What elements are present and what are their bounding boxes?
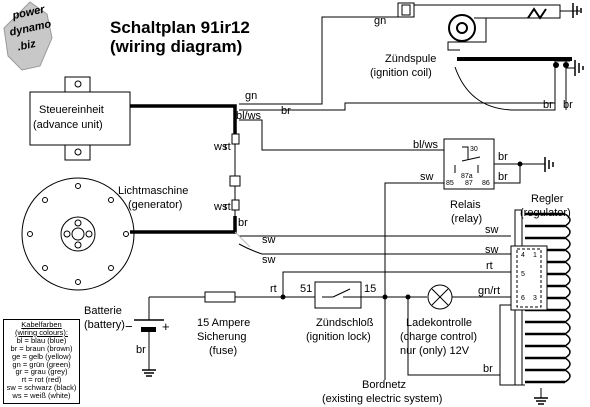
regulator-pin-4: 4 <box>521 252 525 259</box>
regulator-label-de: Regler <box>531 193 564 205</box>
legend-item: bl = blau (blue) <box>16 335 67 345</box>
ignition-coil <box>397 2 584 111</box>
charge-control-note: nur (only) 12V <box>400 345 470 357</box>
wire-label-sw-reg-2: sw <box>485 244 499 256</box>
charge-control-label-en: (charge control) <box>400 331 477 343</box>
battery-label-de: Batterie <box>84 305 122 317</box>
regulator-label-en: (regulator) <box>520 207 571 219</box>
advance-unit <box>29 76 131 161</box>
generator-label-en: (generator) <box>128 199 182 211</box>
wire-colour-legend: Kabelfarben (wiring colours): bl = blau … <box>3 319 80 404</box>
electrics-label-en: (existing electric system) <box>322 393 442 405</box>
wire-label-br-harness-lower: br <box>238 217 248 229</box>
wire-label-sw-gen-2: sw <box>262 254 276 266</box>
relay-label-en: (relay) <box>451 213 482 225</box>
legend-item: ge = gelb (yellow) <box>12 351 71 361</box>
fuse-label-2: Sicherung <box>197 331 247 343</box>
relay <box>443 138 495 190</box>
legend-item: rt = rot (red) <box>21 375 62 385</box>
advance-unit-label-de: Steuereinheit <box>39 104 104 116</box>
wire-label-br-coil-2: br <box>563 99 573 111</box>
fuse <box>204 291 236 303</box>
legend-item: br = braun (brown) <box>10 343 73 353</box>
legend-title: Kabelfarben <box>21 320 62 329</box>
wire-label-ws-lower: ws <box>213 201 228 213</box>
wire-label-br-harness: br <box>281 105 291 117</box>
electrics-label-de: Bordnetz <box>362 379 406 391</box>
relay-pin-87a: 87a <box>461 173 473 180</box>
regulator-pin-3: 3 <box>533 295 537 302</box>
logo-line-3: .biz <box>16 38 37 54</box>
wire-label-br-relay-1: br <box>498 151 508 163</box>
wire-label-br-coil-1: br <box>543 99 553 111</box>
regulator-pin-1: 1 <box>533 252 537 259</box>
wire-label-sw-reg-1: sw <box>485 224 499 236</box>
relay-pin-87: 87 <box>465 180 473 187</box>
fuse-label-1: 15 Ampere <box>197 317 250 329</box>
wire-label-blws-relay: bl/ws <box>413 139 439 151</box>
generator <box>21 177 135 291</box>
legend-item: ws = weiß (white) <box>12 391 71 401</box>
regulator-pin-6: 6 <box>521 295 525 302</box>
wire-label-br-reg: br <box>483 363 493 375</box>
legend-subtitle: (wiring colours): <box>15 327 68 337</box>
battery <box>134 297 164 377</box>
wire-label-rt-lower: rt <box>224 201 231 213</box>
charge-control-lamp <box>427 284 453 310</box>
wire-label-rt-upper: rt <box>224 141 231 153</box>
wire-label-sw-relay: sw <box>420 171 434 183</box>
relay-pin-30: 30 <box>470 146 478 153</box>
battery-label-en: (battery) <box>84 319 125 331</box>
logo: power dynamo .biz <box>3 1 53 71</box>
legend-item: gr = grau (grey) <box>15 367 68 377</box>
wire-label-ws-upper: ws <box>213 141 228 153</box>
wire-label-gnrt: gn/rt <box>478 285 500 297</box>
ignition-lock-label-en: (ignition lock) <box>306 331 371 343</box>
wire-label-br-relay-2: br <box>498 171 508 183</box>
diagram-subtitle: (wiring diagram) <box>110 37 242 56</box>
legend-item: gn = grün (green) <box>12 359 71 369</box>
battery-plus: + <box>162 319 170 334</box>
generator-label-de: Lichtmaschine <box>118 185 188 197</box>
wire-label-gn-coil: gn <box>374 15 386 27</box>
wire-label-gn-harness: gn <box>245 90 257 102</box>
ignition-lock-label-de: Zündschloß <box>316 317 374 329</box>
relay-label-de: Relais <box>450 199 481 211</box>
diagram-title: Schaltplan 91ir12 <box>110 18 250 37</box>
ignition-coil-label-en: (ignition coil) <box>370 67 432 79</box>
battery-minus: − <box>125 319 133 334</box>
relay-pin-86: 86 <box>482 180 490 187</box>
relay-pin-85: 85 <box>446 180 454 187</box>
wire-label-rt-reg: rt <box>486 260 493 272</box>
wire-label-blws-harness: bl/ws <box>236 110 262 122</box>
ignition-lock <box>314 281 362 309</box>
regulator-pin-5: 5 <box>521 271 525 278</box>
wire-label-sw-gen-1: sw <box>262 234 276 246</box>
lock-pin-15: 15 <box>364 283 376 295</box>
wire-label-rt-fuse: rt <box>270 283 277 295</box>
legend-item: sw = schwarz (black) <box>6 383 77 393</box>
lock-pin-51: 51 <box>300 283 312 295</box>
regulator <box>510 209 571 386</box>
fuse-label-3: (fuse) <box>209 345 237 357</box>
wire-label-br-battery: br <box>136 344 146 356</box>
charge-control-label-de: Ladekontrolle <box>406 317 472 329</box>
ignition-coil-label-de: Zündspule <box>385 53 436 65</box>
advance-unit-label-en: (advance unit) <box>33 119 103 131</box>
